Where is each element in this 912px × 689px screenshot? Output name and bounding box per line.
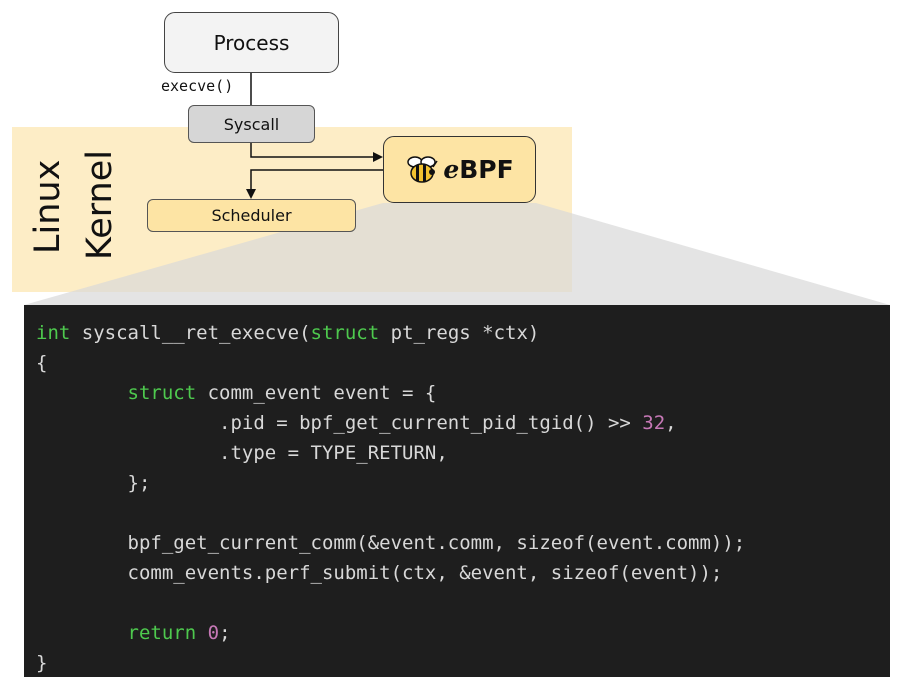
scheduler-label: Scheduler	[211, 206, 292, 225]
syscall-label: Syscall	[223, 114, 280, 134]
code-keyword: return	[127, 622, 197, 644]
syscall-to-ebpf-arrow	[250, 143, 383, 162]
code-text: comm_event event = {	[196, 382, 437, 404]
process-box: Process	[164, 12, 339, 73]
code-text: ,	[665, 412, 677, 434]
ebpf-label-bpf: BPF	[459, 155, 514, 184]
code-line: .pid = bpf_get_current_pid_tgid() >> 32,	[36, 408, 890, 438]
execve-label: execve()	[161, 77, 234, 95]
code-text: pt_regs *ctx)	[379, 322, 540, 344]
ebpf-box: eBPF	[383, 136, 536, 203]
code-line: int syscall__ret_execve(struct pt_regs *…	[36, 318, 890, 348]
code-line: struct comm_event event = {	[36, 378, 890, 408]
code-line: return 0;	[36, 618, 890, 648]
ebpf-label: eBPF	[443, 155, 513, 184]
scheduler-box: Scheduler	[147, 199, 356, 232]
code-line: }	[36, 648, 890, 678]
code-text: bpf_get_current_comm(&event.comm, sizeof…	[36, 532, 746, 554]
code-keyword: struct	[310, 322, 380, 344]
code-line: bpf_get_current_comm(&event.comm, sizeof…	[36, 528, 890, 558]
code-number: 32	[642, 412, 666, 434]
syscall-box: Syscall	[188, 105, 315, 143]
code-line: comm_events.perf_submit(ctx, &event, siz…	[36, 558, 890, 588]
code-text	[36, 622, 128, 644]
code-text: .pid = bpf_get_current_pid_tgid() >>	[36, 412, 643, 434]
code-text	[36, 382, 128, 404]
process-label: Process	[213, 30, 290, 55]
code-text: {	[36, 352, 48, 374]
code-text: .type = TYPE_RETURN,	[36, 442, 448, 464]
zoom-wedge-shape	[24, 203, 890, 305]
code-text: syscall__ret_execve(	[70, 322, 311, 344]
code-text: };	[36, 472, 151, 494]
bee-icon	[407, 155, 438, 183]
ebpf-label-e: e	[443, 155, 460, 184]
code-line	[36, 588, 890, 618]
code-line: {	[36, 348, 890, 378]
code-text	[196, 622, 207, 644]
code-text: comm_events.perf_submit(ctx, &event, siz…	[36, 562, 723, 584]
code-text: }	[36, 652, 48, 674]
code-keyword: int	[36, 322, 71, 344]
code-keyword: struct	[127, 382, 197, 404]
code-line: };	[36, 468, 890, 498]
code-number: 0	[207, 622, 220, 644]
code-line: .type = TYPE_RETURN,	[36, 438, 890, 468]
code-text: ;	[219, 622, 231, 644]
code-block: int syscall__ret_execve(struct pt_regs *…	[24, 305, 890, 677]
code-line	[36, 498, 890, 528]
ebpf-to-scheduler-arrow	[246, 169, 383, 199]
